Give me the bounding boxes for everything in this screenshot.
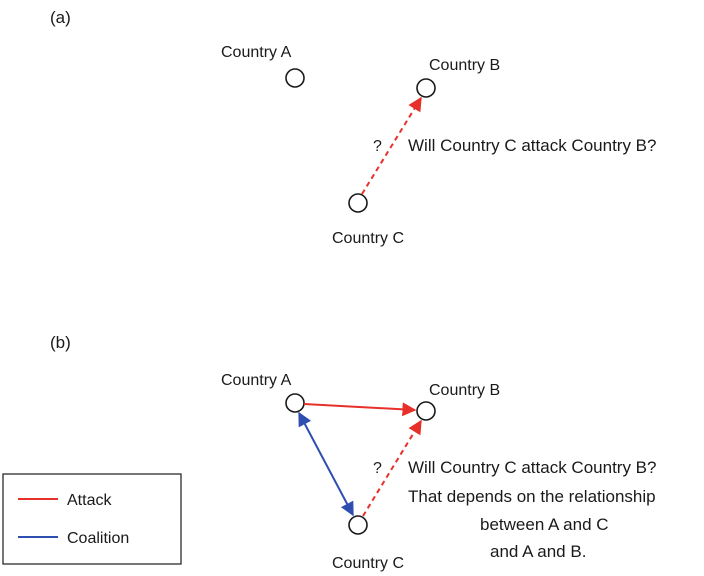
panel-b: (b) Country A Country B Country C ? Will…	[50, 333, 656, 572]
legend-coalition-label: Coalition	[67, 530, 129, 547]
panel-a-country-c-label: Country C	[332, 230, 404, 247]
panel-a-question-mark: ?	[373, 138, 382, 155]
panel-b-country-b-node	[416, 401, 436, 421]
panel-b-attack-arrow-c-to-b	[362, 419, 422, 517]
panel-a-country-a-label: Country A	[221, 44, 292, 61]
panel-b-question-line-2: That depends on the relationship	[408, 487, 656, 506]
legend: Attack Coalition	[2, 473, 182, 565]
panel-a-attack-arrow-c-to-b	[361, 96, 422, 195]
panel-b-country-a-node	[285, 393, 305, 413]
panel-a-country-c-node	[348, 193, 368, 213]
panel-a-country-b-label: Country B	[429, 57, 500, 74]
panel-a-country-b-node	[416, 78, 436, 98]
legend-box	[2, 473, 182, 565]
panel-b-attack-arrow-a-to-b	[303, 402, 417, 417]
panel-b-coalition-arrow-a-c	[298, 411, 354, 517]
panel-a-country-a-node	[285, 68, 305, 88]
panel-b-question-line-3: between A and C	[480, 515, 609, 534]
panel-b-country-a-label: Country A	[221, 372, 292, 389]
panel-a: (a) Country A Country B Country C ? Will…	[50, 8, 656, 247]
panel-b-label: (b)	[50, 333, 71, 352]
panel-b-country-c-label: Country C	[332, 555, 404, 572]
panel-a-label: (a)	[50, 8, 71, 27]
panel-b-question-line-4: and A and B.	[490, 542, 586, 561]
panel-a-question: Will Country C attack Country B?	[408, 136, 656, 155]
legend-attack-label: Attack	[67, 492, 112, 509]
panel-b-question-line-1: Will Country C attack Country B?	[408, 458, 656, 477]
panel-b-question-mark: ?	[373, 460, 382, 477]
panel-b-country-c-node	[348, 515, 368, 535]
panel-b-country-b-label: Country B	[429, 382, 500, 399]
